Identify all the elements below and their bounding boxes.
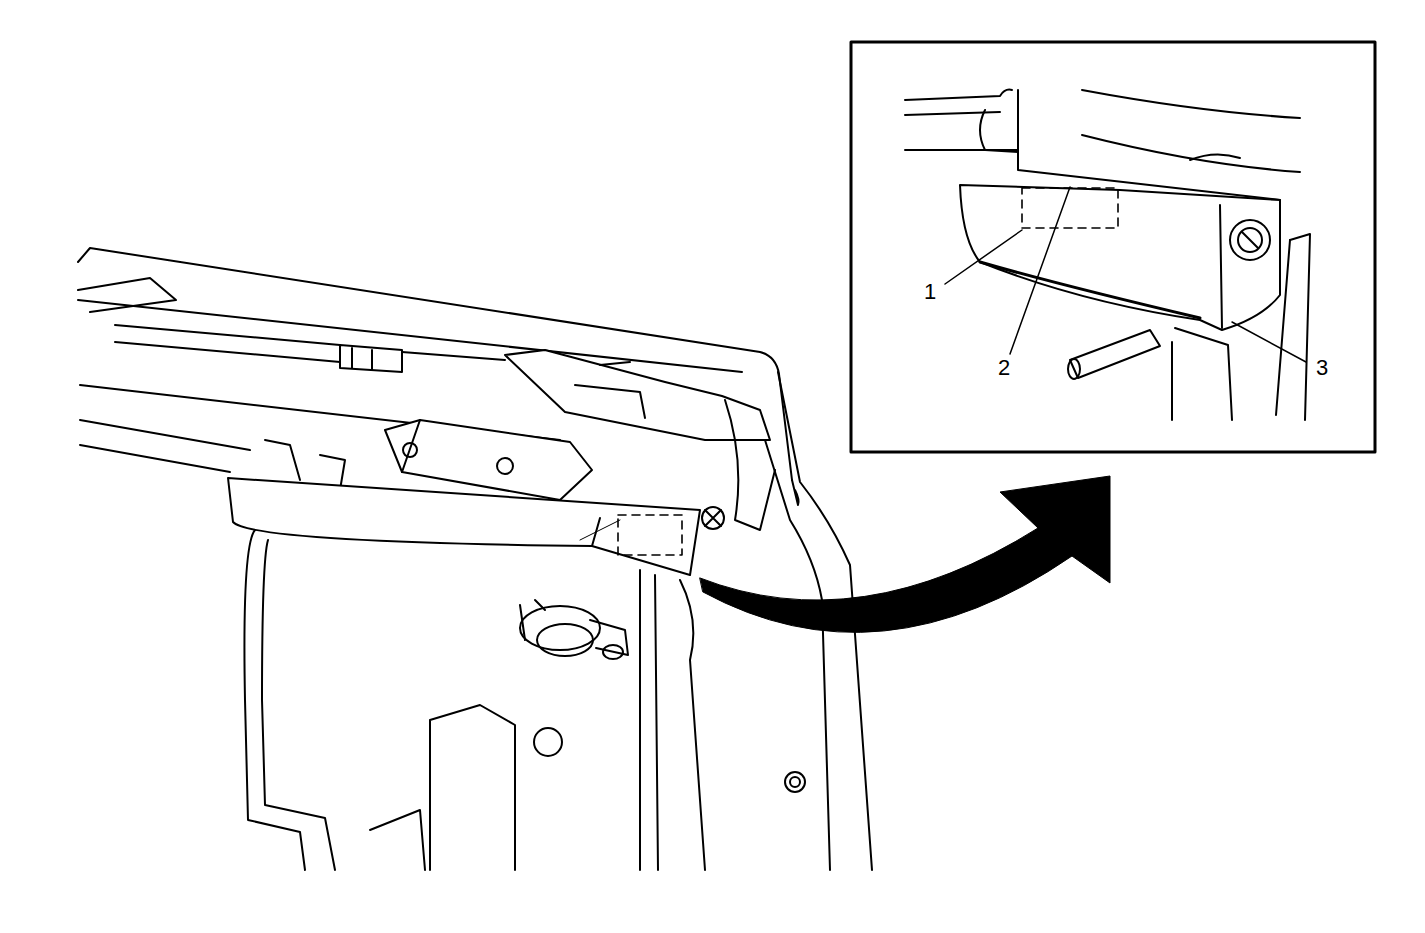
callout-number: 3 [1314, 356, 1330, 380]
zoom-arrow [700, 476, 1110, 632]
leader-lines [945, 187, 1306, 362]
detail-inset [851, 42, 1375, 452]
callout-number: 2 [996, 356, 1012, 380]
main-view [78, 248, 872, 870]
callout-number: 1 [922, 280, 938, 304]
